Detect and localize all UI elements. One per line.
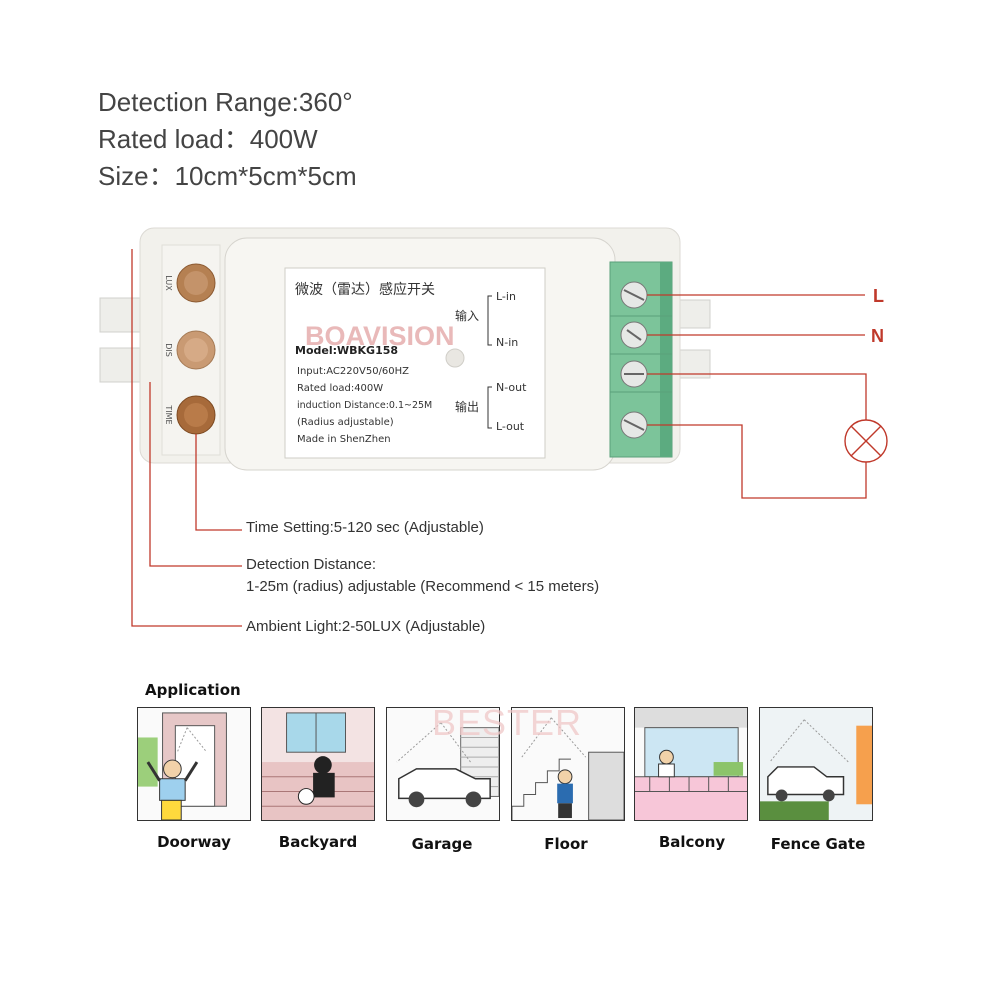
app-panel-balcony <box>634 707 748 821</box>
knob-dis[interactable] <box>176 330 216 370</box>
label-title: 微波（雷达）感应开关 <box>295 281 435 298</box>
label-n-in: N-in <box>496 336 518 349</box>
application-title: Application <box>145 681 241 699</box>
specs-block: Detection Range:360° Rated load：400W Siz… <box>98 84 357 195</box>
output-bracket <box>487 386 492 429</box>
terminal-screw-n-in[interactable] <box>620 321 648 349</box>
app-caption-backyard: Backyard <box>278 833 358 851</box>
app-panel-garage <box>386 707 500 821</box>
label-input: Input:AC220V50/60HZ <box>297 366 409 377</box>
callout-distance-title: Detection Distance: <box>246 556 377 573</box>
label-l-in: L-in <box>496 290 516 303</box>
terminal-screw-n-out[interactable] <box>620 360 648 388</box>
knob-label-dis: DIS <box>164 343 173 357</box>
application-watermark: BESTER <box>432 702 583 743</box>
callout-time: Time Setting:5-120 sec (Adjustable) <box>246 519 484 536</box>
input-bracket <box>487 295 492 346</box>
callout-line-distance <box>149 382 242 567</box>
callout-distance-detail: 1-25m (radius) adjustable (Recommend < 1… <box>246 578 600 595</box>
sensor-lens <box>445 348 465 368</box>
app-panel-backyard <box>261 707 375 821</box>
label-output-cn: 输出 <box>455 399 479 414</box>
app-panel-doorway <box>137 707 251 821</box>
device-diagram: LUX DIS TIME 微波（雷达）感应开关 BOAVISION Model:… <box>99 227 888 627</box>
callout-ambient: Ambient Light:2-50LUX (Adjustable) <box>246 618 486 635</box>
label-radius: (Radius adjustable) <box>297 417 394 428</box>
wire-label-l: L <box>873 286 884 306</box>
knob-label-time: TIME <box>164 404 173 424</box>
label-n-out: N-out <box>496 381 527 394</box>
app-caption-fence-gate: Fence Gate <box>770 835 866 853</box>
spec-load: Rated load：400W <box>98 124 318 154</box>
label-l-out: L-out <box>496 420 525 433</box>
label-made: Made in ShenZhen <box>297 434 391 445</box>
label-model: Model:WBKG158 <box>295 344 398 357</box>
callout-line-time <box>195 434 242 531</box>
spec-size: Size：10cm*5cm*5cm <box>98 161 357 191</box>
app-caption-balcony: Balcony <box>658 833 726 851</box>
knob-label-lux: LUX <box>164 275 173 291</box>
terminal-screw-l-out[interactable] <box>620 411 648 439</box>
wiring <box>131 249 867 627</box>
lamp-icon <box>844 419 888 463</box>
callout-line-ambient <box>131 249 242 627</box>
app-caption-floor: Floor <box>544 835 588 853</box>
label-rated: Rated load:400W <box>297 383 383 394</box>
app-caption-garage: Garage <box>411 835 473 853</box>
label-input-cn: 输入 <box>455 308 479 323</box>
label-watermark: BOAVISION <box>305 321 455 351</box>
app-panel-fence-gate <box>759 707 873 821</box>
wire-l-out <box>647 424 867 499</box>
app-panel-floor <box>511 707 625 821</box>
spec-range: Detection Range:360° <box>98 87 353 117</box>
knob-time[interactable] <box>176 395 216 435</box>
wire-n-out <box>647 373 867 420</box>
app-caption-doorway: Doorway <box>157 833 231 851</box>
knob-lux[interactable] <box>176 263 216 303</box>
wire-label-n: N <box>871 326 884 346</box>
device-label <box>284 267 546 459</box>
label-induction: induction Distance:0.1~25M <box>297 400 432 411</box>
terminal-screw-l-in[interactable] <box>620 281 648 309</box>
